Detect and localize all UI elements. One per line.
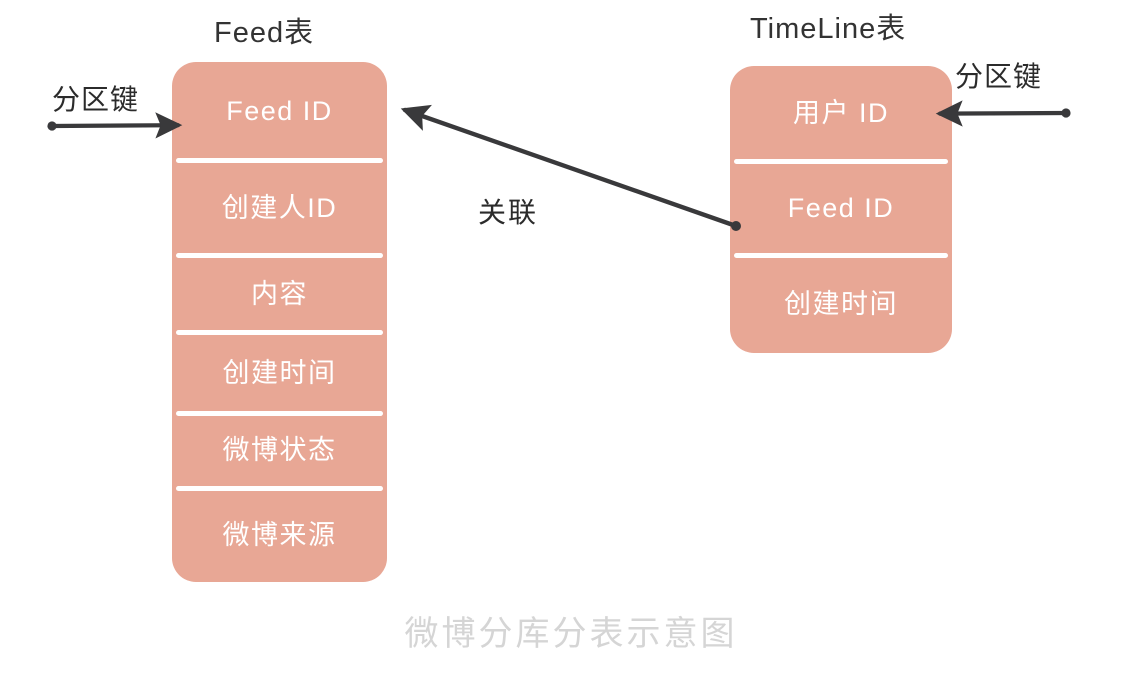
feed-table-row-content: 内容 [172, 253, 387, 333]
feed-partition-key-arrow [49, 112, 183, 139]
timeline-partition-key-arrow [935, 100, 1069, 127]
feed-table-row-weibo-source: 微博来源 [172, 485, 387, 582]
feed-partition-key-label: 分区键 [52, 84, 140, 115]
feed-table-row-weibo-status: 微博状态 [172, 410, 387, 488]
feed-table-title: Feed表 [214, 17, 315, 49]
relation-arrow [400, 104, 739, 229]
feed-table: Feed ID 创建人ID 内容 创建时间 微博状态 微博来源 [172, 62, 387, 582]
timeline-table-row-feed-id: Feed ID [730, 159, 952, 256]
diagram-caption: 微博分库分表示意图 [404, 615, 738, 653]
timeline-table-row-user-id: 用户 ID [792, 98, 889, 129]
feed-table-row-creator-id: 创建人ID [172, 157, 387, 256]
feed-table-row-feed-id: Feed ID [226, 95, 333, 126]
feed-table-row-create-time: 创建时间 [172, 330, 387, 414]
timeline-table: 用户 ID Feed ID 创建时间 [730, 66, 952, 353]
left-arrow-tail-dot [47, 121, 57, 131]
right-arrow-tail-dot [1061, 108, 1071, 118]
timeline-table-title: TimeLine表 [750, 13, 907, 45]
relation-label: 关联 [478, 197, 539, 228]
timeline-partition-key-label: 分区键 [955, 61, 1043, 92]
timeline-table-row-create-time: 创建时间 [730, 252, 952, 353]
